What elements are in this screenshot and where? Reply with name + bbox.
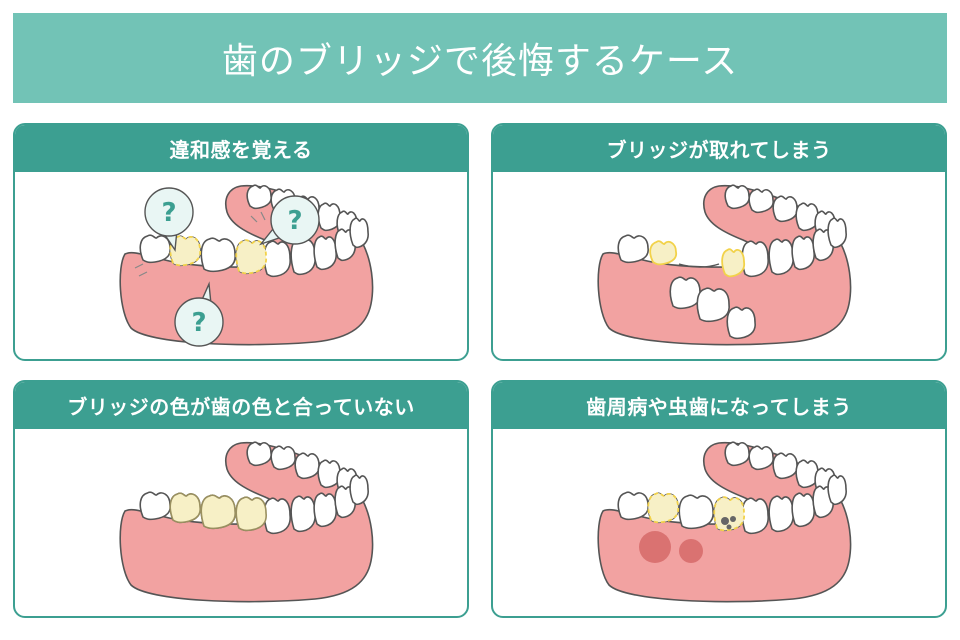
page-title: 歯のブリッジで後悔するケース: [221, 41, 739, 82]
back-tooth: [748, 188, 774, 214]
inflammation-spot: [639, 531, 671, 563]
front-tooth: [741, 240, 769, 278]
motion-line: [138, 271, 148, 277]
front-tooth: [313, 492, 337, 528]
back-tooth: [317, 202, 341, 232]
decay-spot: [730, 516, 736, 522]
card-header: 歯周病や虫歯になってしまう: [493, 382, 945, 429]
front-tooth: [139, 234, 171, 264]
discolored-bridge-tooth: [235, 496, 267, 532]
back-tooth: [246, 441, 272, 467]
title-banner: 歯のブリッジで後悔するケース: [13, 13, 947, 103]
motion-line: [134, 263, 144, 269]
front-tooth: [768, 495, 794, 533]
front-tooth: [263, 497, 291, 535]
front-tooth: [139, 491, 171, 521]
back-tooth: [795, 459, 819, 489]
abutment-stump: [721, 248, 746, 278]
back-tooth: [294, 452, 320, 480]
bridge-abutment: [235, 239, 268, 275]
card-title: ブリッジが取れてしまう: [606, 138, 832, 162]
question-mark-icon: ?: [161, 198, 176, 228]
bubble-circle: [174, 297, 224, 347]
question-bubble: ?: [174, 281, 224, 347]
card-title: ブリッジの色が歯の色と合っていない: [67, 395, 415, 419]
gap-line: [678, 263, 720, 268]
card-header: ブリッジの色が歯の色と合っていない: [15, 382, 467, 429]
back-tooth: [772, 195, 798, 223]
front-tooth: [617, 491, 649, 521]
back-tooth: [246, 184, 272, 210]
front-tooth: [791, 492, 815, 528]
case-card-discomfort: 違和感を覚える ???: [13, 123, 469, 361]
case-card-bridge-falls-off: ブリッジが取れてしまう: [491, 123, 947, 361]
back-tooth: [748, 445, 774, 471]
bridge-abutment: [169, 235, 202, 267]
front-tooth: [263, 240, 291, 278]
card-title: 違和感を覚える: [169, 138, 313, 162]
inflammation-spot: [679, 539, 703, 563]
back-tooth: [772, 452, 798, 480]
front-tooth: [200, 237, 236, 273]
detached-bridge-tooth: [726, 306, 756, 340]
front-tooth: [768, 238, 794, 276]
back-tooth: [270, 445, 296, 471]
back-tooth: [724, 441, 750, 467]
motion-line: [250, 215, 258, 223]
decay-spot: [721, 517, 729, 525]
discolored-bridge-tooth: [169, 492, 201, 524]
question-bubble: ?: [144, 187, 194, 253]
back-tooth: [317, 459, 341, 489]
detached-bridge-tooth: [696, 287, 730, 323]
back-tooth: [724, 184, 750, 210]
jaw-illustration: ???: [119, 184, 374, 347]
card-illustration: ???: [15, 172, 467, 359]
question-mark-icon: ?: [191, 308, 206, 338]
case-card-decay-gum-disease: 歯周病や虫歯になってしまう: [491, 380, 947, 618]
abutment-stump: [649, 240, 678, 266]
bubble-circle: [144, 187, 194, 237]
question-bubble: ?: [258, 195, 320, 246]
front-tooth: [313, 235, 337, 271]
detached-bridge-tooth: [669, 276, 701, 310]
front-tooth: [791, 235, 815, 271]
card-title: 歯周病や虫歯になってしまう: [586, 395, 852, 419]
front-tooth: [349, 217, 369, 249]
front-tooth: [827, 217, 847, 249]
bubble-circle: [270, 195, 320, 245]
jaw-illustration: [597, 441, 852, 603]
back-tooth: [795, 202, 819, 232]
case-card-color-mismatch: ブリッジの色が歯の色と合っていない: [13, 380, 469, 618]
question-mark-icon: ?: [287, 206, 302, 236]
bridge-abutment: [647, 492, 680, 524]
jaw-illustration: [597, 184, 852, 346]
discolored-bridge-tooth: [200, 494, 236, 530]
jaw-illustration: [119, 441, 374, 603]
card-illustration: [493, 429, 945, 616]
front-tooth: [827, 474, 847, 506]
card-illustration: [493, 172, 945, 359]
front-tooth: [290, 495, 316, 533]
card-header: ブリッジが取れてしまう: [493, 125, 945, 172]
card-header: 違和感を覚える: [15, 125, 467, 172]
front-tooth: [349, 474, 369, 506]
front-tooth: [678, 494, 714, 530]
front-tooth: [741, 497, 769, 535]
front-tooth: [617, 234, 649, 264]
decay-spot: [726, 524, 732, 530]
motion-line: [260, 211, 266, 221]
card-illustration: [15, 429, 467, 616]
